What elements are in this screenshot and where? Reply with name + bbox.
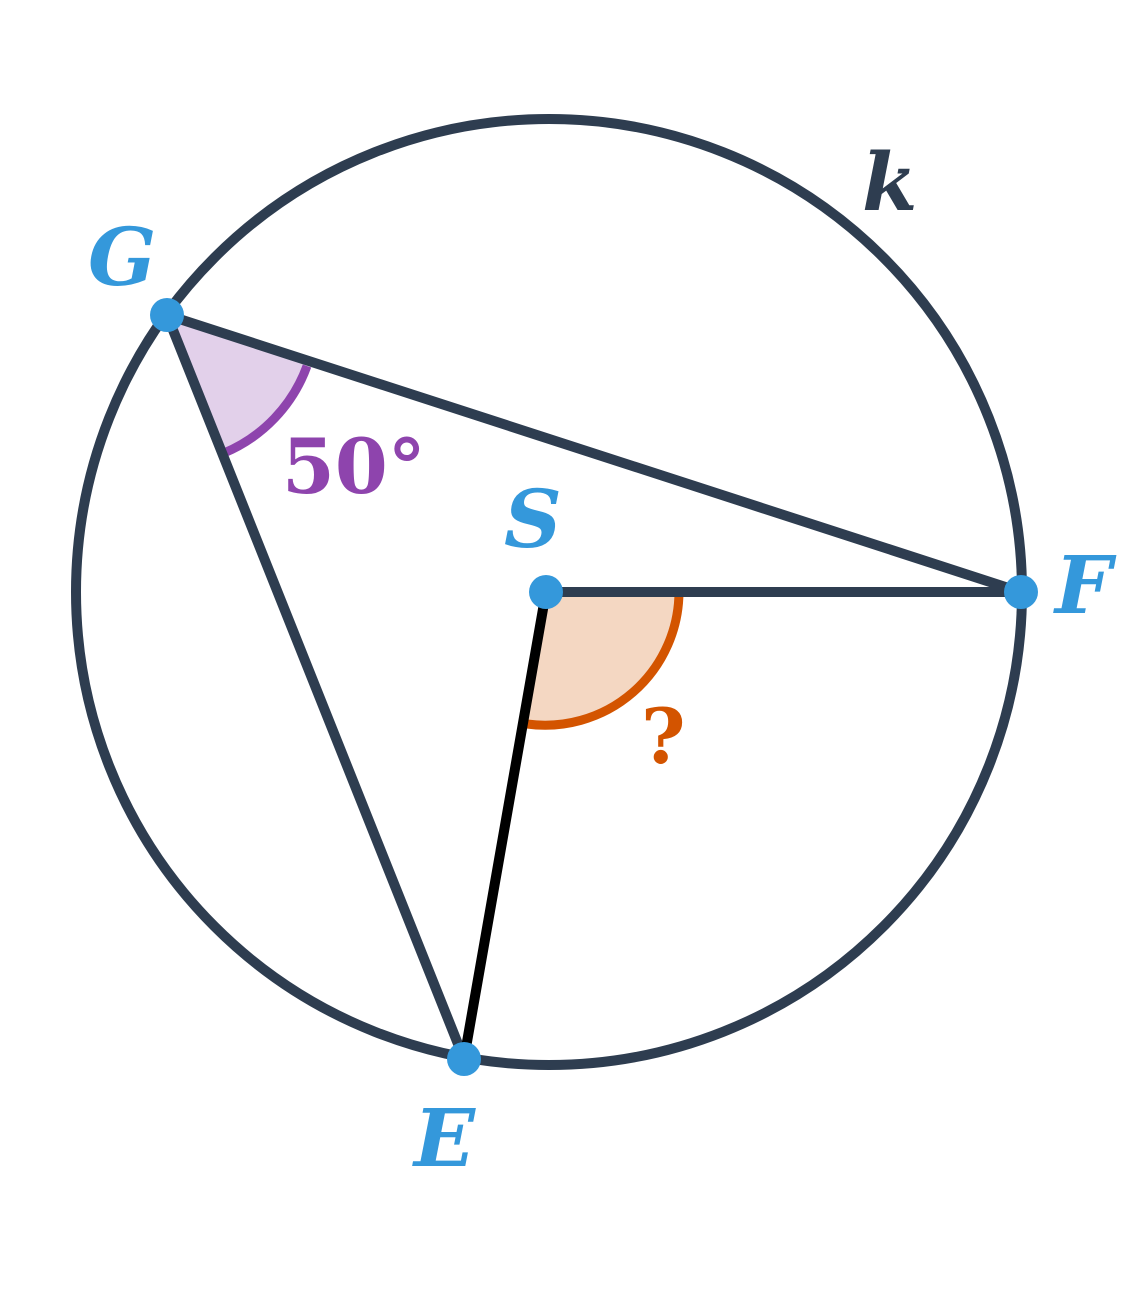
inscribed-angle-value: 50°: [282, 422, 426, 511]
label-point-E: E: [412, 1091, 476, 1185]
point-E: [447, 1042, 481, 1076]
central-angle-wedge: [527, 592, 679, 726]
label-point-F: F: [1053, 538, 1117, 632]
central-angle-arc: [526, 591, 684, 730]
point-F: [1004, 575, 1038, 609]
point-G: [150, 298, 184, 332]
label-point-S: S: [504, 472, 562, 566]
point-S: [529, 575, 563, 609]
label-circle-k: k: [862, 135, 917, 229]
inscribed-angle-arc: [222, 364, 312, 458]
central-angle-value: ?: [641, 692, 686, 781]
radius-SE: [459, 587, 551, 1064]
label-point-G: G: [88, 210, 156, 304]
chord-GE: [162, 310, 469, 1064]
chord-GF: [162, 310, 1026, 597]
